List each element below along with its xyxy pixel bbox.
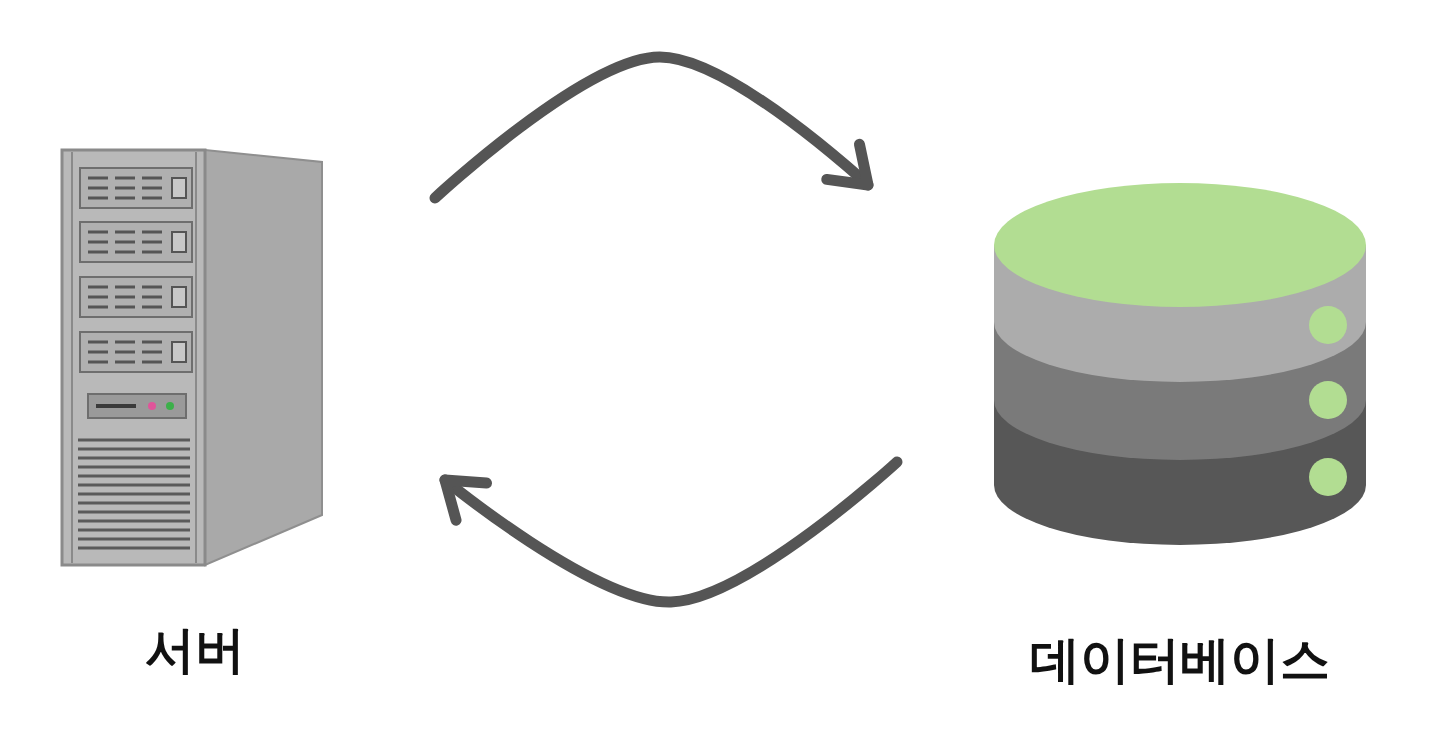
server-illustration [62,150,322,565]
db-dot [1309,306,1347,344]
server-side [205,150,322,565]
node-label: 서버 [45,620,345,680]
database-illustration [994,183,1366,545]
db-dot [1309,381,1347,419]
control-panel [88,394,186,418]
node-label: 데이터베이스 [975,630,1385,690]
drive-bays [80,168,192,372]
db-top [994,183,1366,307]
server-front [62,150,205,565]
labeled-icon: 서버 [45,140,345,680]
server-vents [78,440,190,548]
curved-arrow [435,57,868,198]
db-dot [1309,458,1347,496]
labeled-icon: 데이터베이스 [975,180,1385,690]
curved-arrow [445,462,897,602]
